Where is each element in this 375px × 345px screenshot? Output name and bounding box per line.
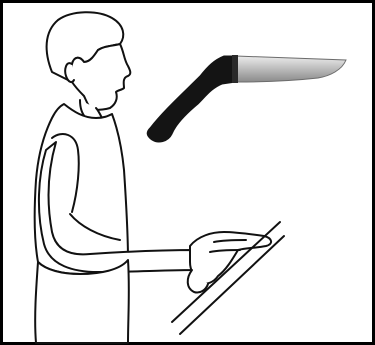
knife-bolster: [232, 55, 238, 83]
